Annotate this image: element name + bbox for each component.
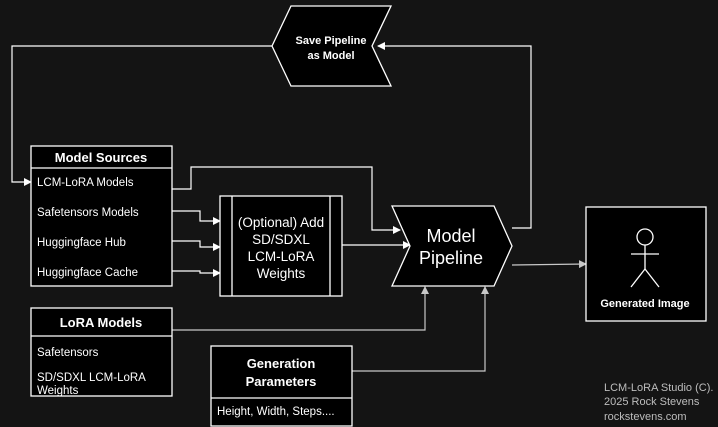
- edge-pipeline-to-image: [511, 260, 587, 269]
- edge-lora-models-to-pipeline: [172, 286, 429, 331]
- save-pipeline-line2: as Model: [307, 50, 354, 62]
- edge-lcm-lora-to-pipeline: [172, 166, 401, 234]
- lora-models-item-sd-sdxl: SD/SDXL LCM-LoRA: [37, 372, 146, 384]
- lora-models-box: LoRA Models Safetensors SD/SDXL LCM-LoRA…: [30, 307, 173, 397]
- generated-image-label: Generated Image: [600, 298, 689, 310]
- generation-parameters-box: Generation Parameters Height, Width, Ste…: [210, 345, 353, 427]
- model-pipeline-line1: Model: [426, 226, 475, 246]
- generation-params-title-line2: Parameters: [246, 374, 317, 389]
- add-lora-line1: (Optional) Add: [238, 215, 324, 230]
- credit-line3: rockstevens.com: [604, 411, 687, 423]
- add-lora-weights-node: (Optional) Add SD/SDXL LCM-LoRA Weights: [219, 195, 343, 297]
- edge-safetensors-to-lora: [172, 210, 221, 225]
- credit-line2: 2025 Rock Stevens: [604, 396, 700, 408]
- add-lora-line4: Weights: [257, 266, 306, 281]
- lora-models-item-safetensors: Safetensors: [37, 347, 99, 359]
- edge-hub-to-lora: [172, 240, 221, 251]
- model-sources-title: Model Sources: [55, 150, 147, 165]
- generation-params-title-line1: Generation: [247, 356, 316, 371]
- model-sources-item-lcm-lora: LCM-LoRA Models: [37, 177, 134, 189]
- save-pipeline-line1: Save Pipeline: [296, 35, 367, 47]
- model-pipeline-line2: Pipeline: [419, 248, 483, 268]
- model-sources-box: Model Sources LCM-LoRA Models Safetensor…: [30, 145, 173, 287]
- generation-params-value: Height, Width, Steps....: [217, 406, 335, 418]
- credit-note: LCM-LoRA Studio (C). 2025 Rock Stevens r…: [604, 382, 713, 423]
- credit-line1: LCM-LoRA Studio (C).: [604, 382, 713, 394]
- edge-pipeline-to-save: [377, 42, 532, 229]
- person-icon: [630, 228, 660, 288]
- edge-save-to-sources: [11, 45, 272, 186]
- edge-params-to-pipeline: [352, 286, 489, 372]
- model-sources-item-safetensors: Safetensors Models: [37, 207, 139, 219]
- model-sources-item-cache: Huggingface Cache: [37, 267, 138, 279]
- add-lora-line3: LCM-LoRA: [248, 249, 315, 264]
- model-pipeline-node: Model Pipeline: [390, 205, 513, 287]
- add-lora-line2: SD/SDXL: [252, 232, 310, 247]
- model-sources-item-hub: Huggingface Hub: [37, 237, 126, 249]
- generated-image-node: Generated Image: [585, 206, 707, 322]
- lora-models-item-weights: Weights: [37, 385, 79, 397]
- edge-cache-to-lora: [172, 269, 221, 277]
- lora-models-title: LoRA Models: [60, 315, 143, 330]
- save-pipeline-node: Save Pipeline as Model: [271, 5, 393, 87]
